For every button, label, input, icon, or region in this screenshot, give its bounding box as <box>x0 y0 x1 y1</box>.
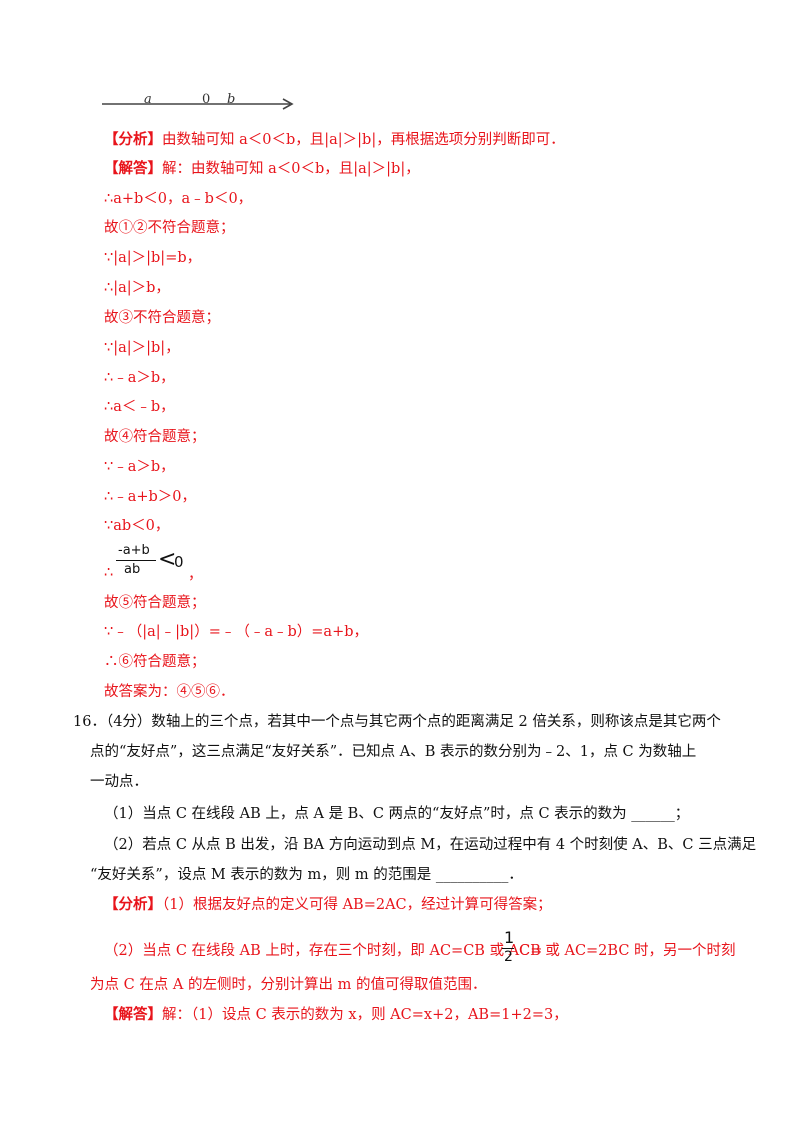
solution-line: 【解答】解：由数轴可知 a＜0＜b，且|a|＞|b|， <box>104 160 420 178</box>
step-line: ∵|a|＞|b|， <box>104 340 180 356</box>
half-numerator: 1 <box>504 928 515 947</box>
question-16-line: 一动点． <box>90 774 148 790</box>
question-16-part2: “友好关系”，设点 M 表示的数为 m，则 m 的范围是 __________． <box>90 867 523 883</box>
step-line: ∴﹣a+b＞0， <box>104 489 197 505</box>
label-a: a <box>144 92 152 107</box>
analysis2-text-b: CB 或 AC=2BC 时，另一个时刻 <box>519 943 736 959</box>
question-16-part1: （1）当点 C 在线段 AB 上，点 A 是 B、C 两点的“友好点”时，点 C… <box>104 806 690 822</box>
fraction-bar <box>116 560 156 561</box>
less-than-symbol: < <box>158 547 177 572</box>
therefore-symbol: ∴ <box>104 565 114 581</box>
step-line: 故①②不符合题意； <box>104 220 235 236</box>
question-16-part2: （2）若点 C 从点 B 出发，沿 BA 方向运动到点 M，在运动过程中有 4 … <box>104 837 757 853</box>
step-line: ∴|a|＞b， <box>104 280 170 296</box>
step-line: ∵|a|＞|b|=b， <box>104 250 202 266</box>
answer-line: 故答案为：④⑤⑥． <box>104 684 235 700</box>
number-line-arrow <box>102 98 294 110</box>
analysis2-line: 为点 C 在点 A 的左侧时，分别计算出 m 的值可得取值范围． <box>90 977 487 993</box>
step-line: ∴a＜﹣b， <box>104 399 175 415</box>
analysis2-line: CB 或 AC=2BC 时，另一个时刻 <box>519 942 736 960</box>
step-line: 故④符合题意； <box>104 429 206 445</box>
step-line: ∵﹣（|a|﹣|b|）=﹣（﹣a﹣b）=a+b， <box>104 624 368 640</box>
analysis-tag: 【分析】 <box>104 131 162 148</box>
half-bar <box>502 948 514 949</box>
fraction-denominator: ab <box>124 562 141 577</box>
analysis2-tag: 【分析】 <box>104 896 162 913</box>
label-zero: 0 <box>202 92 211 107</box>
fraction-inequality: ∴ -a+b ab < 0 ， <box>100 543 203 583</box>
question-16-line: 点的“友好点”，这三点满足“友好关系”．已知点 A、B 表示的数分别为﹣2、1，… <box>90 744 697 760</box>
fraction-one-half: 1 2 <box>502 928 518 965</box>
label-b: b <box>227 92 236 107</box>
step-line: ∴a+b＜0，a﹣b＜0， <box>104 191 253 207</box>
step-line: ∵﹣a＞b， <box>104 459 175 475</box>
solution2-tag: 【解答】 <box>104 1006 162 1023</box>
analysis2-text-a: （2）当点 C 在线段 AB 上时，存在三个时刻，即 AC=CB 或 AC= <box>104 943 543 959</box>
analysis2-line: 【分析】（1）根据友好点的定义可得 AB=2AC，经过计算可得答案； <box>104 896 552 914</box>
step-line: ∴⑥符合题意； <box>104 654 206 670</box>
question-16-line: 16．（4分）数轴上的三个点，若其中一个点与其它两个点的距离满足 2 倍关系，则… <box>73 714 721 730</box>
analysis2-line: （2）当点 C 在线段 AB 上时，存在三个时刻，即 AC=CB 或 AC= <box>104 942 542 960</box>
solution-text: 解：由数轴可知 a＜0＜b，且|a|＞|b|， <box>162 161 420 177</box>
solution2-line: 【解答】解：（1）设点 C 表示的数为 x，则 AC=x+2，AB=1+2=3， <box>104 1006 568 1024</box>
number-line-figure: a 0 b <box>100 92 300 116</box>
step-line: 故③不符合题意； <box>104 310 220 326</box>
analysis2-text: （1）根据友好点的定义可得 AB=2AC，经过计算可得答案； <box>162 897 552 913</box>
analysis-line: 【分析】由数轴可知 a＜0＜b，且|a|＞|b|，再根据选项分别判断即可． <box>104 131 565 149</box>
analysis-text: 由数轴可知 a＜0＜b，且|a|＞|b|，再根据选项分别判断即可． <box>162 132 565 148</box>
solution2-text: 解：（1）设点 C 表示的数为 x，则 AC=x+2，AB=1+2=3， <box>162 1007 568 1023</box>
solution-tag: 【解答】 <box>104 160 162 177</box>
step-line: 故⑤符合题意； <box>104 595 206 611</box>
step-line: ∴﹣a＞b， <box>104 370 175 386</box>
fraction-numerator: -a+b <box>118 543 150 558</box>
fraction-zero: 0 <box>174 553 184 571</box>
fraction-comma: ， <box>188 567 203 583</box>
step-line: ∵ab＜0， <box>104 518 170 534</box>
half-denominator: 2 <box>504 949 513 965</box>
